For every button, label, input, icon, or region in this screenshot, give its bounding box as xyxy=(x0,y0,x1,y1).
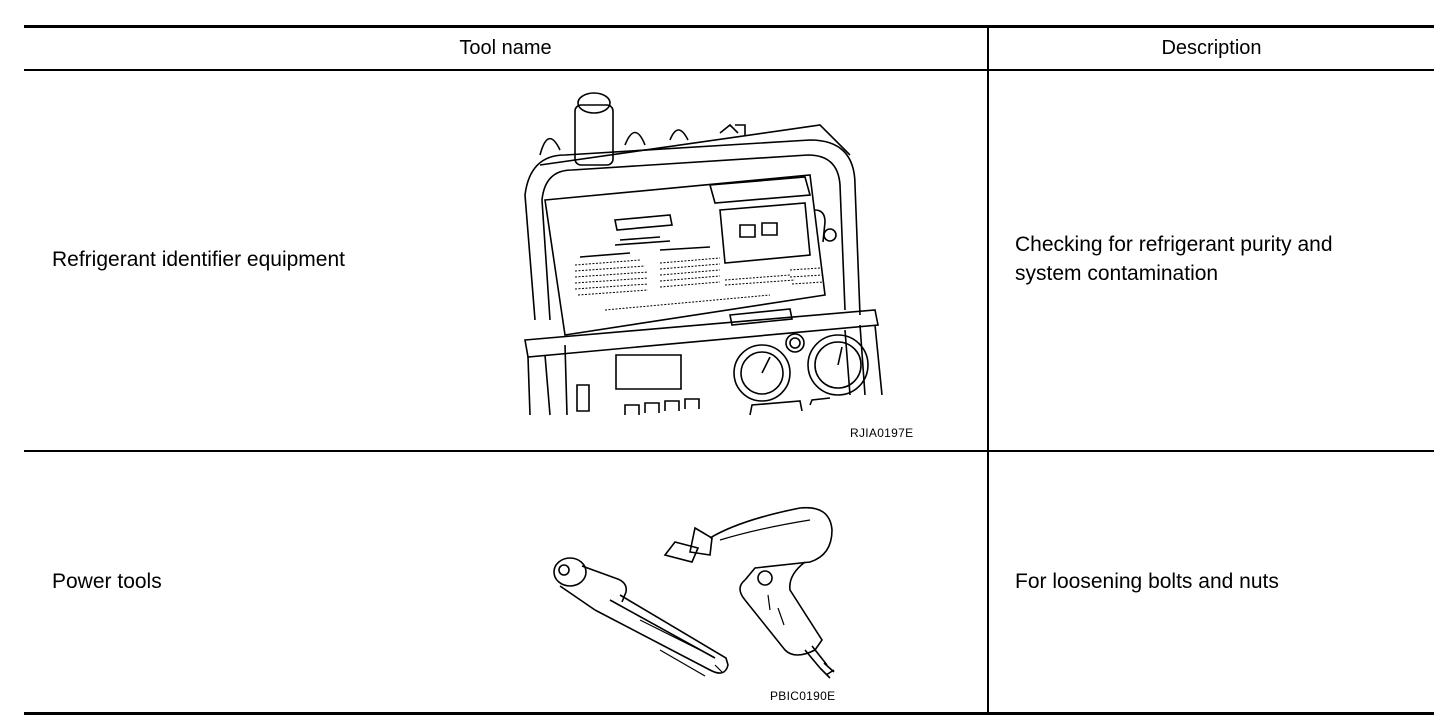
refrigerant-identifier-illustration xyxy=(520,85,890,420)
table-top-border xyxy=(24,25,1434,28)
tool-name-cell: Power tools xyxy=(52,570,162,593)
column-divider xyxy=(987,27,989,713)
description-cell: For loosening bolts and nuts xyxy=(1015,570,1279,593)
header-divider xyxy=(24,69,1434,71)
description-cell: Checking for refrigerant purity and syst… xyxy=(1015,233,1333,285)
figure-code: RJIA0197E xyxy=(850,426,914,440)
table-bottom-border xyxy=(24,712,1434,715)
figure-code: PBIC0190E xyxy=(770,689,836,703)
tool-name-cell: Refrigerant identifier equipment xyxy=(52,248,345,271)
header-description: Description xyxy=(1161,36,1262,59)
power-tools-illustration xyxy=(540,500,850,690)
row-divider xyxy=(24,450,1434,452)
header-tool-name: Tool name xyxy=(459,36,552,59)
